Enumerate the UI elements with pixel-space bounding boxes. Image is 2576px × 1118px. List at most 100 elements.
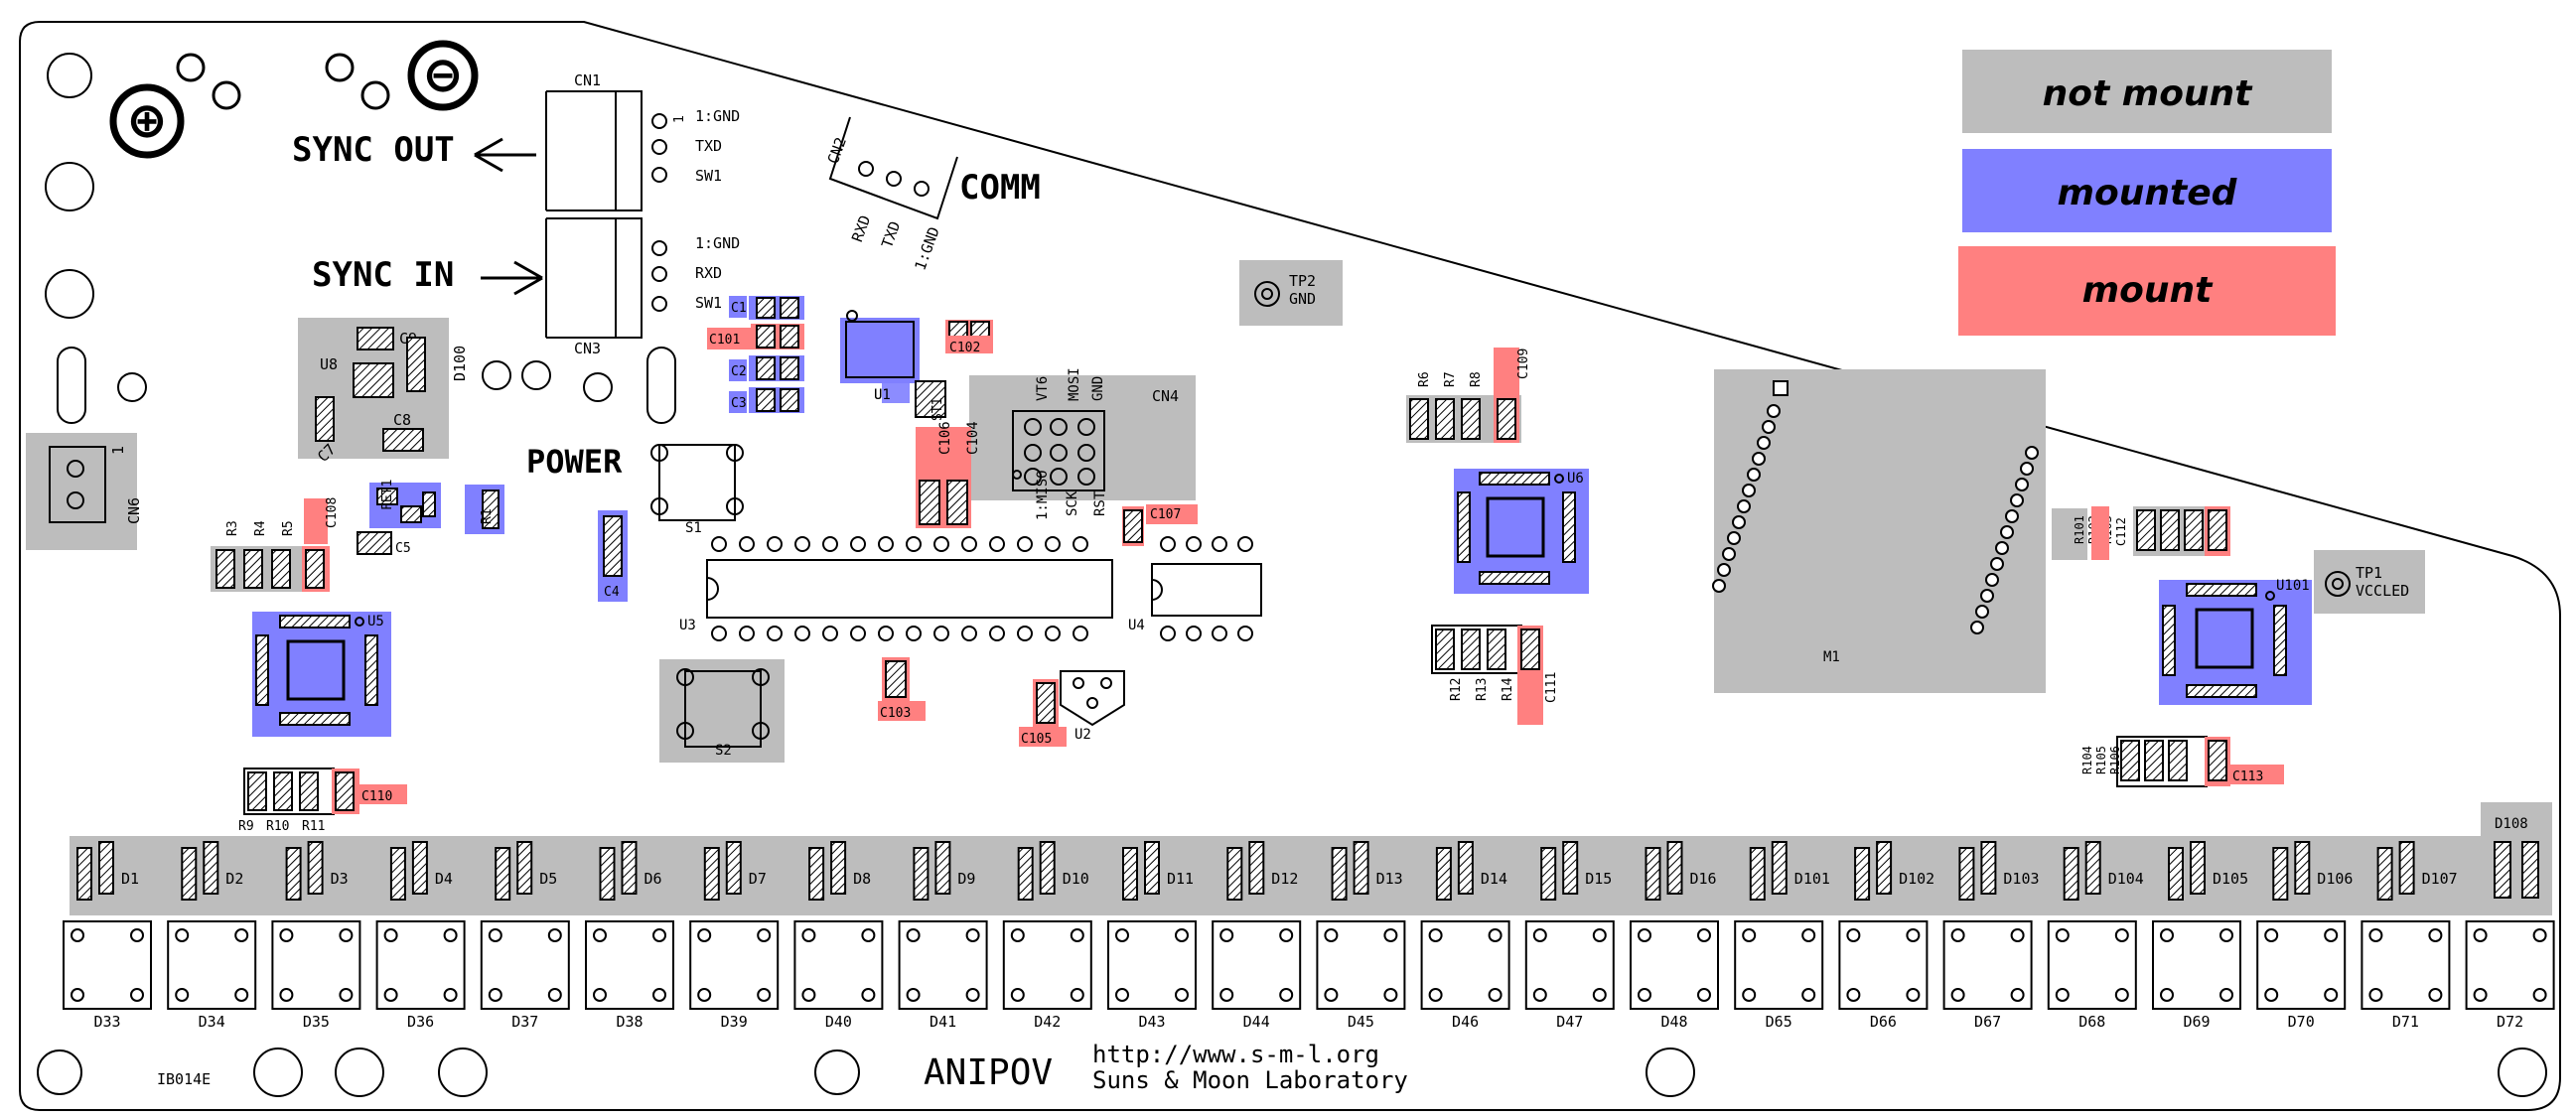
led-d103: D103 <box>1958 841 2040 901</box>
svg-text:CN2: CN2 <box>824 135 850 167</box>
led-label: D5 <box>539 870 557 888</box>
led-label: D102 <box>1899 870 1934 888</box>
svg-text:R4: R4 <box>253 520 268 536</box>
led-d105: D105 <box>2168 841 2248 901</box>
dip-pin <box>1186 536 1202 552</box>
led-label: D13 <box>1376 870 1403 888</box>
power-minus-symbol: ⊖ <box>426 43 460 107</box>
switch-s1: S1 <box>650 444 744 536</box>
led-pad <box>703 847 720 901</box>
svg-text:R9: R9 <box>238 819 254 834</box>
sync-in-label: SYNC IN <box>312 255 454 295</box>
switch-d70: D70 <box>2256 920 2347 1031</box>
switch-d43: D43 <box>1107 920 1197 1031</box>
dip-pin <box>989 626 1005 641</box>
led-pad <box>1771 841 1788 895</box>
switch-label: D46 <box>1452 1013 1479 1031</box>
svg-text:RST: RST <box>1092 490 1108 516</box>
led-pad <box>203 841 219 895</box>
dip-pin <box>1045 626 1061 641</box>
r101-r103-c112: R101 R102 R103 C112 <box>2052 506 2230 560</box>
switch-label: D38 <box>616 1013 643 1031</box>
svg-text:U5: U5 <box>367 614 384 629</box>
led-d7: D7 <box>703 841 767 901</box>
svg-text:MOSI: MOSI <box>1067 367 1082 401</box>
led-label: D16 <box>1690 870 1717 888</box>
led-label: D8 <box>853 870 871 888</box>
led-pad <box>599 847 616 901</box>
led-pad <box>1854 847 1871 901</box>
legend-mounted-label: mounted <box>2058 173 2238 213</box>
switch-d47: D47 <box>1524 920 1615 1031</box>
svg-text:R101: R101 <box>2073 515 2086 544</box>
switch-d40: D40 <box>793 920 884 1031</box>
led-label: D7 <box>749 870 767 888</box>
board-outline <box>19 21 2561 1111</box>
led-label: D4 <box>435 870 453 888</box>
led-label: D106 <box>2317 870 2353 888</box>
module-pad <box>1717 563 1731 577</box>
u101-chip: U101 <box>2159 578 2312 705</box>
svg-text:TXD: TXD <box>878 218 904 250</box>
switch-label: D42 <box>1034 1013 1061 1031</box>
led-pad <box>1144 841 1160 895</box>
svg-text:R105: R105 <box>2094 746 2108 774</box>
led-label: D9 <box>957 870 975 888</box>
switch-label: D66 <box>1870 1013 1897 1031</box>
dip-pin <box>711 626 727 641</box>
led-label: D105 <box>2213 870 2248 888</box>
led-d8: D8 <box>808 841 871 901</box>
module-pad <box>1722 547 1736 561</box>
led-pad <box>2190 841 2206 895</box>
module-pad <box>1742 484 1756 497</box>
led-pad <box>495 847 511 901</box>
c107-cap: C107 <box>1122 504 1198 546</box>
led-pad <box>725 841 742 895</box>
switch-d33: D33 <box>63 920 152 1031</box>
u1-chip: U1 U1 <box>840 310 920 403</box>
dip-pin <box>822 536 838 552</box>
svg-text:1: 1 <box>109 446 127 455</box>
module-pad <box>2015 478 2029 491</box>
legend-mounted-swatch <box>1962 149 2332 232</box>
led-pad <box>411 841 428 895</box>
led-label: D2 <box>225 870 243 888</box>
dip-pin <box>1237 626 1253 641</box>
svg-text:1:GND: 1:GND <box>911 224 942 273</box>
connector-cn2: CN2 RXD TXD 1:GND <box>824 116 958 273</box>
legend-not-mount-label: not mount <box>2043 73 2254 114</box>
dip-pin <box>906 626 922 641</box>
svg-text:D108: D108 <box>2495 816 2528 832</box>
module-pad <box>1767 404 1781 418</box>
lab-name: Suns & Moon Laboratory <box>1092 1066 1408 1094</box>
svg-text:S2: S2 <box>715 743 732 759</box>
led-pad <box>621 841 638 895</box>
connector-cn3: 1:GND RXD SW1 CN3 <box>545 217 740 357</box>
module-pad <box>1985 573 1999 587</box>
switch-label: D67 <box>1974 1013 2001 1031</box>
led-d2: D2 <box>181 841 243 901</box>
cn3-ref: CN3 <box>574 340 601 357</box>
switch-d71: D71 <box>2361 920 2451 1031</box>
c102-cap: C102 <box>945 320 993 355</box>
svg-text:VCCLED: VCCLED <box>2356 582 2409 600</box>
product-name: ANIPOV <box>924 1052 1053 1093</box>
dip-pin <box>1186 626 1202 641</box>
svg-text:1: 1 <box>672 115 687 123</box>
svg-text:S1: S1 <box>685 520 702 536</box>
svg-text:C103: C103 <box>880 706 911 721</box>
module-pad <box>1732 515 1746 529</box>
switch-d65: D65 <box>1734 920 1824 1031</box>
led-d10: D10 <box>1017 841 1089 901</box>
switch-d69: D69 <box>2152 920 2241 1031</box>
dip-pin <box>933 626 949 641</box>
svg-text:R14: R14 <box>1501 677 1515 701</box>
led-d14: D14 <box>1435 841 1507 901</box>
svg-text:U1: U1 <box>874 387 891 403</box>
u5-chip: U5 <box>252 612 391 737</box>
svg-text:U6: U6 <box>1567 471 1584 487</box>
switch-label: D33 <box>93 1013 120 1031</box>
legend-not-mount-swatch <box>1962 50 2332 133</box>
switch-label: D43 <box>1138 1013 1165 1031</box>
